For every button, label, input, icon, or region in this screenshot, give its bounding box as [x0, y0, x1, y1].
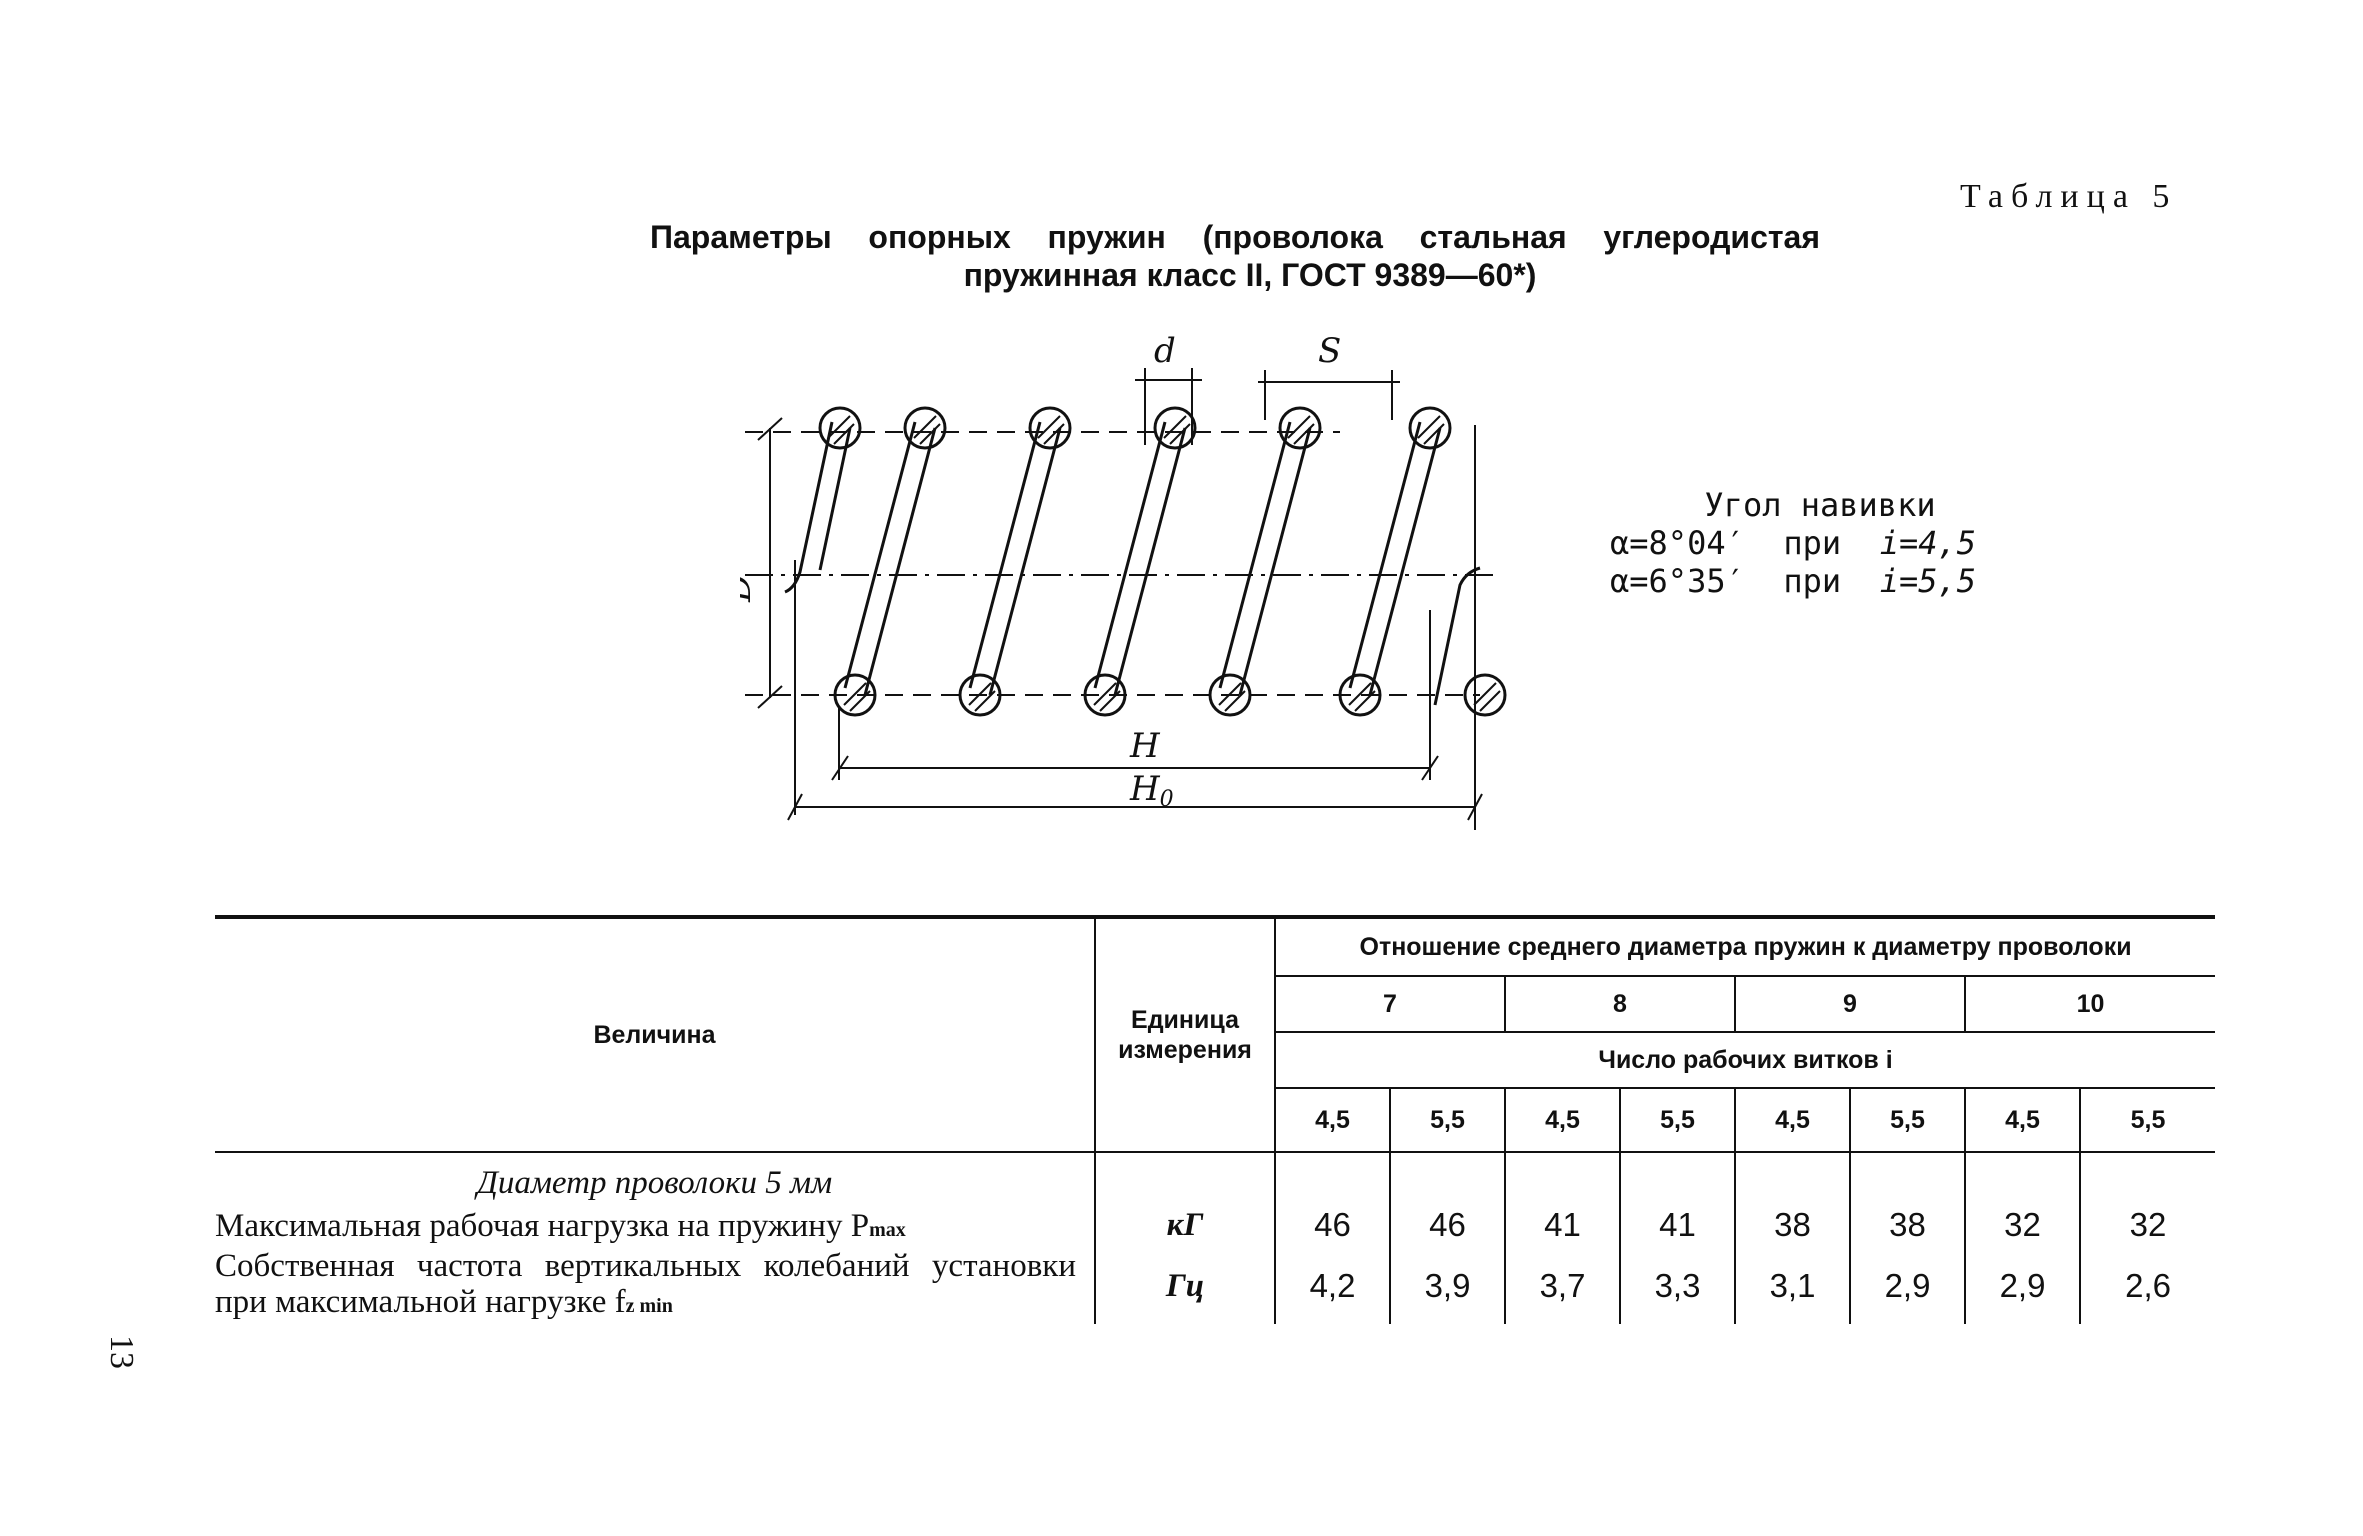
angle-row-1: α=8°04′ при i=4,5 — [1610, 524, 1977, 562]
turns-cell: 4,5 — [1504, 1088, 1620, 1153]
page-number: 13 — [103, 1335, 140, 1369]
value-cell: 38 — [1734, 1202, 1850, 1248]
value-cell: 46 — [1274, 1202, 1390, 1248]
ratio-10: 10 — [1963, 976, 2216, 1033]
value-cell: 32 — [1964, 1202, 2080, 1248]
angle-row-2: α=6°35′ при i=5,5 — [1610, 562, 1977, 600]
winding-angle-note: Угол навивки α=8°04′ при i=4,5 α=6°35′ п… — [1610, 486, 2030, 600]
row-label-max-load: Максимальная рабочая нагрузка на пружину… — [215, 1208, 906, 1244]
turns-cell: 4,5 — [1274, 1088, 1390, 1153]
turns-cell: 4,5 — [1964, 1088, 2080, 1153]
value-cell: 4,2 — [1274, 1248, 1390, 1324]
label-H: H — [1129, 726, 1161, 766]
value-cell: 3,3 — [1619, 1248, 1735, 1324]
label-D: D — [740, 575, 759, 603]
title-line-2: пружинная класс II, ГОСТ 9389—60*) — [963, 257, 1537, 293]
label-s: S — [1318, 331, 1341, 371]
ratio-9: 9 — [1734, 976, 1965, 1033]
unit-hz: Гц — [1094, 1248, 1275, 1324]
wire-sections-top — [818, 406, 1452, 450]
turns-cell: 5,5 — [1389, 1088, 1505, 1153]
unit-kg: кГ — [1094, 1202, 1275, 1248]
value-cell: 3,7 — [1504, 1248, 1620, 1324]
ratio-7: 7 — [1274, 976, 1505, 1033]
value-cell: 2,9 — [1964, 1248, 2080, 1324]
label-H0: H0 — [1129, 769, 1174, 812]
value-cell: 32 — [2078, 1202, 2216, 1248]
turns-cell: 4,5 — [1734, 1088, 1850, 1153]
spring-coils — [784, 421, 1481, 706]
label-d: d — [1154, 331, 1176, 371]
row-label-frequency: Собственная частота вертикальных колебан… — [215, 1248, 1076, 1320]
spring-parameters-table: Величина Единица измерения Отношение сре… — [215, 915, 2216, 1324]
table-row: Максимальная рабочая нагрузка на пружину… — [215, 1202, 2216, 1248]
value-cell: 46 — [1389, 1202, 1505, 1248]
section-title: Диаметр проволоки 5 мм — [476, 1165, 833, 1201]
table-label: Таблица 5 — [1960, 178, 2178, 215]
title-line-1: Параметры опорных пружин (проволока стал… — [650, 219, 1820, 255]
header-quantity: Величина — [215, 915, 1095, 1153]
value-cell: 2,9 — [1849, 1248, 1965, 1324]
value-cell: 38 — [1849, 1202, 1965, 1248]
turns-cell: 5,5 — [1849, 1088, 1965, 1153]
value-cell: 3,9 — [1389, 1248, 1505, 1324]
angle-note-title: Угол навивки — [1704, 486, 1936, 524]
turns-cell: 5,5 — [2078, 1088, 2216, 1153]
turns-cell: 5,5 — [1619, 1088, 1735, 1153]
table-row: Собственная частота вертикальных колебан… — [215, 1248, 2216, 1324]
header-turns: Число рабочих витков i — [1273, 1032, 2216, 1089]
spring-diagram: d S D H H0 — [740, 331, 1507, 830]
header-unit: Единица измерения — [1094, 915, 1275, 1153]
value-cell: 3,1 — [1734, 1248, 1850, 1324]
value-cell: 2,6 — [2078, 1248, 2216, 1324]
wire-sections-bottom — [833, 673, 1507, 717]
header-ratio: Отношение среднего диаметра пружин к диа… — [1273, 915, 2216, 977]
ratio-8: 8 — [1504, 976, 1735, 1033]
table-title: Параметры опорных пружин (проволока стал… — [560, 218, 1940, 294]
value-cell: 41 — [1619, 1202, 1735, 1248]
value-cell: 41 — [1504, 1202, 1620, 1248]
